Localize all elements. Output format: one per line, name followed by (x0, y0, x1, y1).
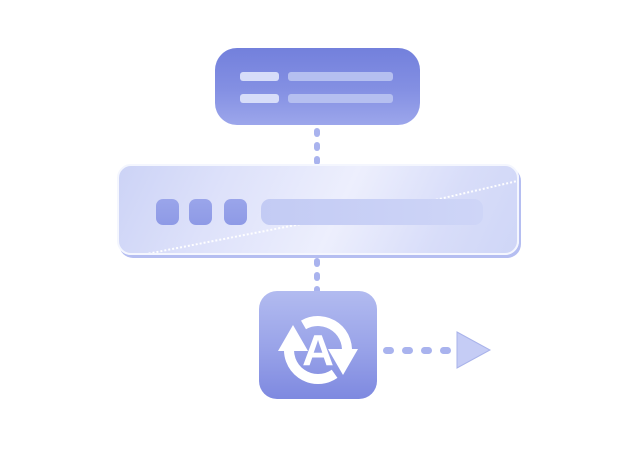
connector-dash (314, 258, 320, 267)
connector-dash (314, 128, 320, 137)
text-line-long (288, 72, 393, 81)
connector-dash (383, 347, 394, 354)
auto-sync-badge: A (259, 291, 377, 399)
text-line-short (240, 72, 279, 81)
toolbar-button (189, 199, 212, 225)
connector-dash (314, 272, 320, 281)
refresh-arc-bottom (284, 341, 338, 385)
flow-arrow-line (383, 347, 451, 354)
toolbar-button (156, 199, 179, 225)
text-line-short (240, 94, 279, 103)
connector-dash (314, 156, 320, 165)
connector-bottom (314, 258, 320, 295)
circular-refresh-icon: A (278, 316, 358, 385)
text-card (215, 48, 420, 125)
connector-dash (314, 142, 320, 151)
connector-dash (440, 347, 451, 354)
arrow-down-head (328, 349, 358, 375)
connector-dash (402, 347, 413, 354)
connector-top (314, 128, 320, 165)
arrow-right-icon (456, 331, 492, 369)
toolbar-field (261, 199, 483, 225)
toolbar-card (117, 164, 519, 255)
connector-dash (314, 286, 320, 295)
connector-dash (421, 347, 432, 354)
toolbar-button (224, 199, 247, 225)
text-line-long (288, 94, 393, 103)
arrow-up-head (278, 325, 308, 351)
sync-letter: A (302, 326, 334, 375)
